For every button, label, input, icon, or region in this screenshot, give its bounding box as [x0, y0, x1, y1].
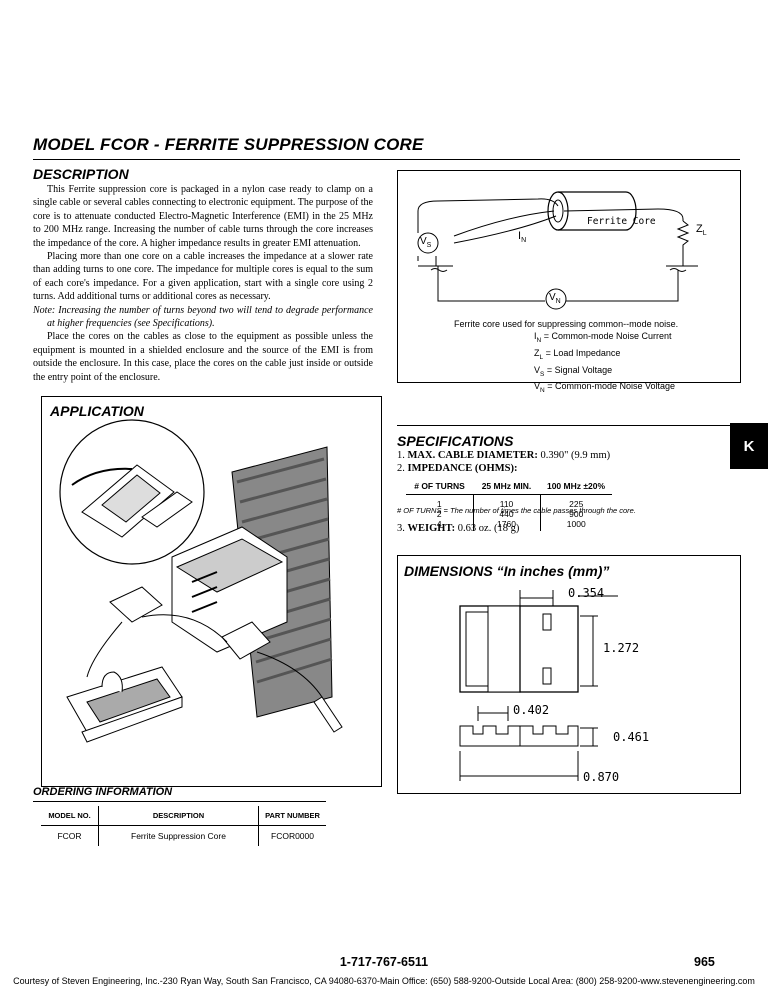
page-title: MODEL FCOR - FERRITE SUPPRESSION CORE: [33, 135, 424, 154]
impedance-table-wrap: # OF TURNS 25 MHz MIN. 100 MHz ±20% 1 11…: [406, 478, 612, 531]
spec-cable-diameter: 1. MAX. CABLE DIAMETER: 0.390" (9.9 mm): [397, 450, 611, 461]
ordering-table-wrap: MODEL NO. DESCRIPTION PART NUMBER FCOR F…: [41, 806, 326, 846]
legend-vn: VN = Common-mode Noise Voltage: [534, 381, 676, 395]
ordering-heading: ORDERING INFORMATION: [33, 786, 173, 798]
diagram-legend: IN = Common-mode Noise Current ZL = Load…: [534, 330, 675, 397]
spec-impedance: 2. IMPEDANCE (OHMS):: [397, 463, 518, 474]
diagram-caption: Ferrite core used for suppressing common…: [454, 319, 679, 329]
footer-phone: 1-717-767-6511: [339, 955, 429, 969]
legend-vs: VS = Signal Voltage: [534, 364, 613, 378]
legend-in: IN = Common-mode Noise Current: [534, 331, 672, 344]
col-turns: # OF TURNS: [414, 481, 465, 491]
ferrite-core-label: Ferrite Core: [587, 216, 656, 227]
table-note: # OF TURNS = The number of times the cab…: [397, 506, 636, 515]
dimensions-heading: DIMENSIONS “In inches (mm)”: [404, 563, 610, 579]
circuit-diagram-box: VS Ferrite Core IN ZL VN Ferrite core us…: [397, 170, 741, 394]
table-row: 4 1760 1000: [406, 519, 612, 531]
application-illustration: [59, 419, 343, 743]
ordering-rule: [33, 801, 326, 802]
dim-1272: 1.272: [603, 641, 640, 655]
impedance-table: # OF TURNS 25 MHz MIN. 100 MHz ±20% 1 11…: [406, 478, 612, 531]
description-paragraph-1: This Ferrite suppression core is package…: [33, 184, 373, 249]
page-number: 965: [694, 955, 715, 969]
in-symbol: IN: [518, 230, 527, 245]
section-tab-k: K: [730, 423, 768, 469]
table-row: 1 110 225: [406, 494, 612, 509]
impedance-table-header: # OF TURNS 25 MHz MIN. 100 MHz ±20%: [406, 478, 612, 495]
dim-0870: 0.870: [583, 770, 620, 784]
col-25mhz: 25 MHz MIN.: [481, 481, 532, 491]
table-row: 2 440 900: [406, 509, 612, 519]
vn-symbol: VN: [549, 292, 561, 305]
dimensions-box: DIMENSIONS “In inches (mm)” 0.354 1.272 …: [397, 555, 741, 794]
description-note: Note: Increasing the number of turns bey…: [33, 304, 373, 330]
application-heading: APPLICATION: [50, 403, 144, 419]
description-paragraph-3: Place the cores on the cables as close t…: [33, 331, 373, 383]
ordering-table: MODEL NO. DESCRIPTION PART NUMBER FCOR F…: [41, 806, 326, 846]
description-text: This Ferrite suppression core is package…: [33, 183, 373, 384]
spec-weight: 3. WEIGHT: 0.63 oz. (18 g): [397, 523, 520, 534]
zl-symbol: ZL: [696, 223, 707, 238]
col-100mhz: 100 MHz ±20%: [546, 481, 606, 491]
vs-symbol: VS: [420, 236, 432, 249]
dim-0354: 0.354: [568, 586, 605, 600]
description-paragraph-2: Placing more than one core on a cable in…: [33, 251, 373, 303]
application-box: APPLICATION: [41, 396, 382, 787]
dim-0461: 0.461: [613, 730, 650, 744]
ordering-table-header: MODEL NO. DESCRIPTION PART NUMBER: [41, 806, 326, 826]
title-rule: [33, 159, 740, 160]
description-heading: DESCRIPTION: [33, 166, 129, 182]
legend-zl: ZL = Load Impedance: [534, 347, 621, 361]
dimensions-drawing: [459, 590, 618, 781]
circuit-diagram: [417, 191, 698, 310]
footer-courtesy: Courtesy of Steven Engineering, Inc.-230…: [13, 976, 755, 986]
specifications-heading: SPECIFICATIONS: [397, 433, 514, 449]
specifications-rule: [397, 425, 739, 426]
table-row: FCOR Ferrite Suppression Core FCOR0000: [41, 825, 326, 846]
dim-0402: 0.402: [513, 703, 550, 717]
